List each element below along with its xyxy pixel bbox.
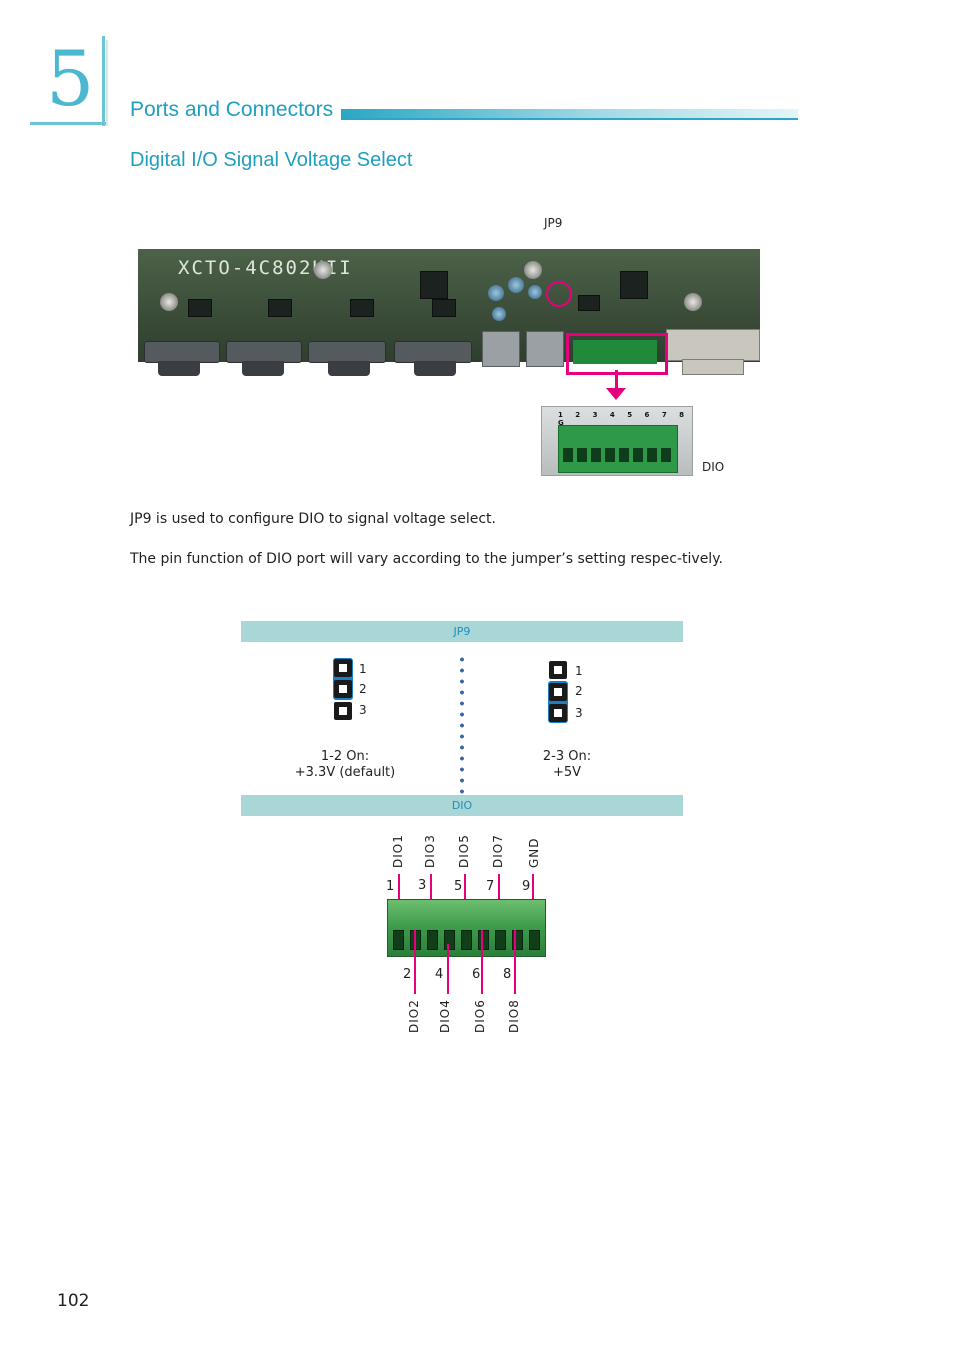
pin-number: 2 — [403, 967, 412, 982]
capacitor — [488, 285, 504, 301]
signal-label: DIO1 — [391, 834, 405, 868]
pin-callout-line — [447, 944, 449, 994]
signal-label: DIO5 — [457, 834, 471, 868]
pin-number: 9 — [522, 879, 531, 894]
pin-callout-line — [398, 874, 400, 920]
mounting-hole — [160, 293, 178, 311]
section-title-rule — [341, 118, 798, 120]
jumper-2-3 — [548, 661, 568, 723]
pin-callout-line — [481, 930, 483, 994]
mounting-hole — [524, 261, 542, 279]
com-port — [226, 341, 302, 363]
display-port-shell — [682, 359, 744, 375]
pin-number: 2 — [575, 684, 583, 698]
pin-number: 1 — [386, 879, 395, 894]
pin-callout-line — [514, 930, 516, 994]
jp9-band: JP9 — [241, 621, 683, 642]
chip — [268, 299, 292, 317]
pin-number: 1 — [359, 662, 367, 676]
mounting-hole — [314, 261, 332, 279]
chip — [188, 299, 212, 317]
chapter-number: 5 — [46, 34, 95, 123]
pin-number: 3 — [575, 706, 583, 720]
display-port — [666, 329, 760, 361]
signal-label: DIO6 — [473, 999, 487, 1033]
pin-number: 4 — [435, 967, 444, 982]
chip — [420, 271, 448, 299]
pin-callout-line — [414, 930, 416, 994]
caption-line: +5V — [552, 765, 582, 780]
usb-port — [526, 331, 564, 367]
dio-band: DIO — [241, 795, 683, 816]
pin-number: 8 — [503, 967, 512, 982]
jp9-photo-label: JP9 — [544, 216, 563, 230]
board-marking: XCTO-4C802UII — [178, 257, 353, 279]
subsection-title: Digital I/O Signal Voltage Select — [130, 149, 413, 171]
pin-callout-line — [464, 874, 466, 920]
jumper-caption: 1-2 On: +3.3V (default) — [270, 749, 420, 781]
com-port — [394, 341, 472, 363]
com-port — [144, 341, 220, 363]
divider-dots — [460, 654, 464, 794]
com-port-shell — [328, 361, 370, 376]
signal-label: DIO4 — [438, 999, 452, 1033]
pin-number: 1 — [575, 664, 583, 678]
jumper-caption: 2-3 On: +5V — [507, 749, 627, 781]
signal-label: DIO3 — [423, 834, 437, 868]
pin-callout-line — [532, 874, 534, 920]
caption-line: 1-2 On: — [320, 749, 370, 764]
chip — [620, 271, 648, 299]
callout-arrow — [615, 370, 618, 390]
chip — [432, 299, 456, 317]
dio-connector-photo: 1 2 3 4 5 6 7 8 G — [541, 406, 693, 476]
dio-highlight-box — [566, 333, 668, 375]
signal-label: DIO8 — [507, 999, 521, 1033]
caption-line: +3.3V (default) — [294, 765, 396, 780]
com-port-shell — [414, 361, 456, 376]
pin-number: 3 — [359, 703, 367, 717]
signal-label: DIO7 — [491, 834, 505, 868]
pin-number: 2 — [359, 682, 367, 696]
pin-number: 7 — [486, 879, 495, 894]
caption-line: 2-3 On: — [542, 749, 592, 764]
signal-label: DIO2 — [407, 999, 421, 1033]
capacitor — [492, 307, 506, 321]
pin-number: 6 — [472, 967, 481, 982]
pin-number: 3 — [418, 878, 427, 893]
section-title-bar — [341, 109, 798, 119]
com-port-shell — [242, 361, 284, 376]
paragraph: JP9 is used to configure DIO to signal v… — [130, 511, 496, 527]
dio-photo-label: DIO — [702, 460, 725, 474]
dio-connector-on-board — [573, 340, 657, 364]
pin-callout-line — [430, 874, 432, 920]
board-photo: XCTO-4C802UII — [138, 249, 760, 376]
page-number: 102 — [57, 1291, 90, 1311]
com-port — [308, 341, 386, 363]
dio-terminal-block — [387, 899, 546, 957]
chip — [350, 299, 374, 317]
usb-port — [482, 331, 520, 367]
capacitor — [508, 277, 524, 293]
connector-pin-labels: 1 2 3 4 5 6 7 8 G — [558, 411, 690, 427]
jumper-1-2 — [333, 658, 353, 720]
capacitor — [528, 285, 542, 299]
pin-callout-line — [498, 874, 500, 920]
jp9-highlight-circle — [546, 281, 572, 307]
section-title: Ports and Connectors — [130, 98, 334, 121]
mounting-hole — [684, 293, 702, 311]
paragraph: The pin function of DIO port will vary a… — [130, 551, 723, 567]
com-port-shell — [158, 361, 200, 376]
chip — [578, 295, 600, 311]
signal-label: GND — [527, 837, 541, 868]
chapter-frame — [30, 36, 108, 126]
callout-arrow-head — [606, 388, 626, 400]
pin-number: 5 — [454, 879, 463, 894]
